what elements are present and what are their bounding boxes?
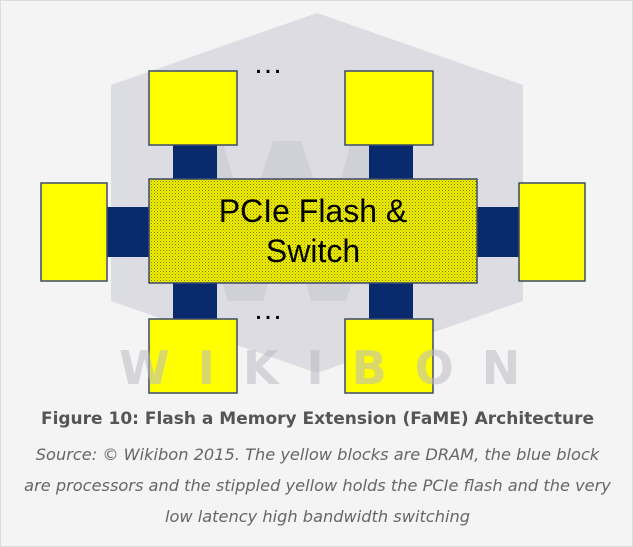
diagram-canvas bbox=[40, 13, 586, 394]
figure-caption-title: Figure 10: Flash a Memory Extension (FaM… bbox=[40, 409, 595, 429]
dram-block-bottom-left bbox=[148, 318, 238, 394]
pcie-flash-switch-label: PCIe Flash & Switch bbox=[149, 179, 477, 283]
processor-block-right bbox=[473, 207, 521, 257]
dram-block-top-right bbox=[344, 70, 434, 146]
dram-block-right bbox=[518, 182, 586, 282]
processor-block-top-right bbox=[369, 141, 413, 183]
switch-label-line1: PCIe Flash & bbox=[218, 193, 408, 229]
ellipsis-bottom: … bbox=[253, 293, 285, 326]
figure-caption-source: Source: © Wikibon 2015. The yellow block… bbox=[24, 445, 611, 526]
dram-block-top-left bbox=[148, 70, 238, 146]
processor-blocks bbox=[105, 141, 521, 321]
switch-label-line2: Switch bbox=[265, 233, 361, 269]
dram-block-left bbox=[40, 182, 108, 282]
processor-block-left bbox=[105, 207, 153, 257]
dram-blocks bbox=[40, 70, 586, 394]
dram-block-bottom-right bbox=[344, 318, 434, 394]
architecture-diagram: PCIe Flash & Switch … … WIKIBON bbox=[1, 1, 633, 401]
processor-block-top-left bbox=[173, 141, 217, 183]
pcie-flash-switch-block bbox=[148, 178, 478, 284]
watermark-text: WIKIBON bbox=[119, 341, 549, 395]
ellipsis-top: … bbox=[253, 47, 285, 80]
processor-block-bottom-right bbox=[369, 279, 413, 321]
processor-block-bottom-left bbox=[173, 279, 217, 321]
